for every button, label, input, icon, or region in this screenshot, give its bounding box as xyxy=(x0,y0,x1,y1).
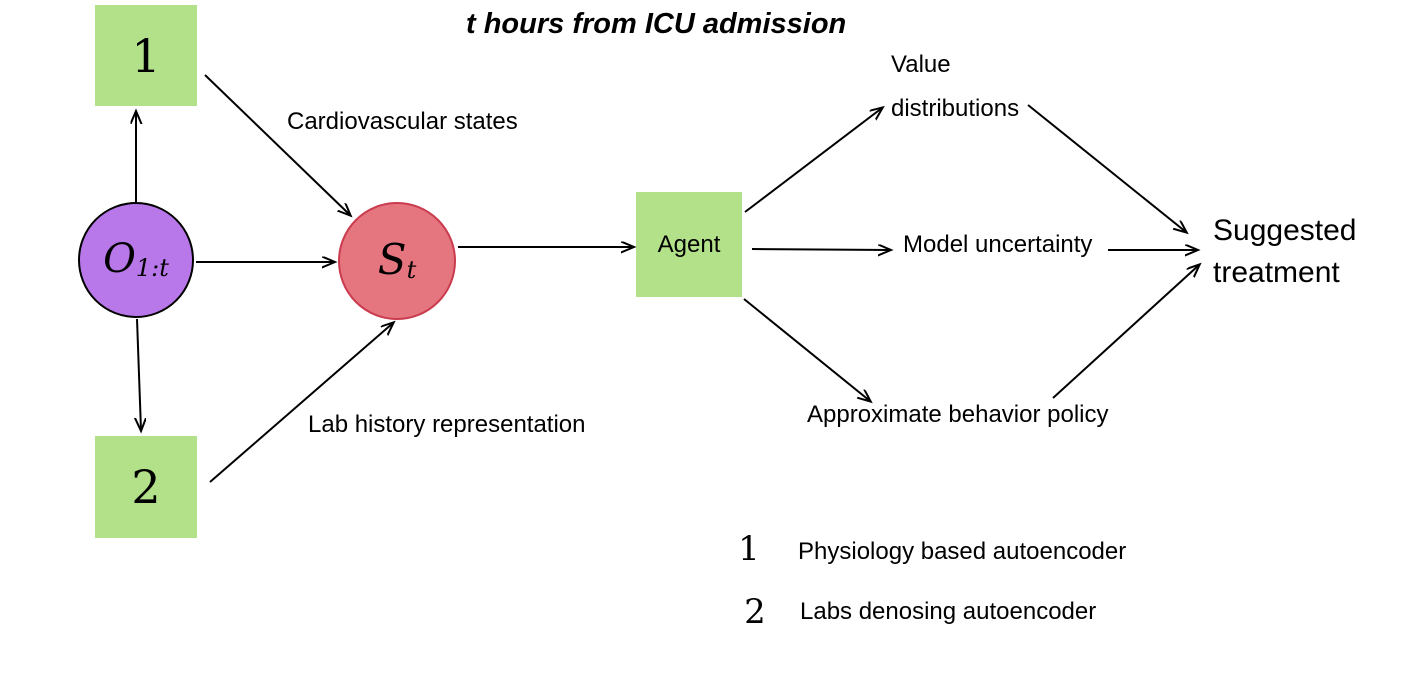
suggested-treatment-label: Suggested treatment xyxy=(1213,214,1357,289)
arrow-agent-to-model-uncertainty xyxy=(751,249,890,250)
encoder2-node xyxy=(95,436,197,538)
legend-item-1-label: Physiology based autoencoder xyxy=(798,538,1127,565)
agent-node xyxy=(636,192,742,297)
lab-history-representation-label: Lab history representation xyxy=(308,411,586,438)
model-uncertainty-label: Model uncertainty xyxy=(903,231,1093,258)
encoder1-node xyxy=(95,5,197,106)
arrow-agent-to-behavior-policy xyxy=(743,298,870,401)
arrow-agent-to-value-distributions xyxy=(744,108,882,213)
legend-item-2-label: Labs denosing autoencoder xyxy=(800,598,1097,625)
observations-node xyxy=(78,202,194,318)
state-node xyxy=(338,202,456,320)
arrow-value-distributions-to-treatment xyxy=(1027,104,1186,232)
cardiovascular-states-label: Cardiovascular states xyxy=(287,108,518,135)
legend-item-2-number: 2 xyxy=(744,592,766,632)
value-distributions-label-line1: Value xyxy=(891,51,951,78)
approximate-behavior-policy-label: Approximate behavior policy xyxy=(807,401,1109,428)
legend-item-1-number: 1 xyxy=(738,529,760,569)
arrow-observations-to-encoder2 xyxy=(137,318,141,430)
arrow-encoder2-to-state xyxy=(209,323,393,483)
arrow-behavior-policy-to-treatment xyxy=(1052,265,1199,399)
arrow-encoder1-to-state xyxy=(204,74,350,215)
diagram-title: t hours from ICU admission xyxy=(466,8,847,40)
value-distributions-label-line2: distributions xyxy=(891,95,1020,122)
